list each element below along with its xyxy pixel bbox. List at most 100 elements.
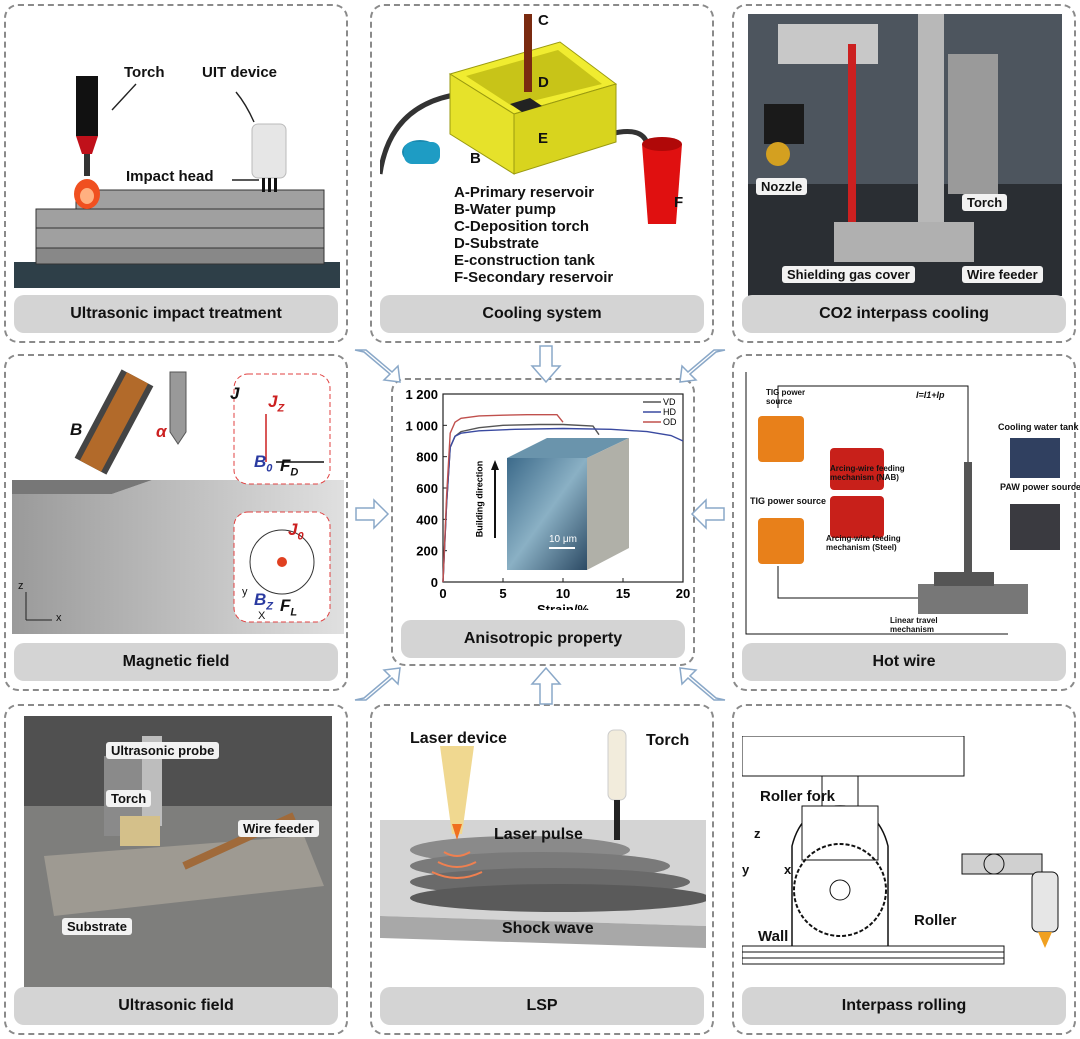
panel-interpass-rolling: Roller fork Roller Wall z y x Interpass …: [732, 704, 1076, 1035]
co2-torch-label: Torch: [962, 194, 1008, 211]
series-line-hd: [442, 427, 684, 583]
microstructure-cube: [491, 438, 629, 570]
scale-bar-label: 10 μm: [549, 534, 577, 545]
hotwire-cooling-tank-label: Cooling water tank: [998, 422, 1079, 432]
y-tick-label: 600: [416, 481, 438, 496]
co2-wire-feeder-label: Wire feeder: [962, 266, 1043, 283]
rolling-y-axis-label: y: [742, 862, 750, 877]
hotwire-linear-label: Linear travel mechanism: [890, 616, 938, 634]
lsp-laser-pulse-label: Laser pulse: [494, 826, 583, 843]
mag-j-label: J: [230, 384, 240, 403]
cooling-legend-item: B-Water pump: [454, 201, 556, 218]
microstructure-inset: Building direction 10 μm: [474, 438, 629, 570]
caption-ultrasonic-impact-treatment: Ultrasonic impact treatment: [14, 295, 338, 333]
hotwire-paw-label: PAW power source: [1000, 482, 1080, 492]
rolling-z-axis-label: z: [754, 826, 761, 841]
ultrasonic-probe-label: Ultrasonic probe: [106, 742, 220, 759]
caption-co2-interpass-cooling: CO2 interpass cooling: [742, 295, 1066, 333]
rolling-illustration: [742, 736, 1068, 988]
hotwire-current-eq: I=I1+Ip: [916, 390, 945, 400]
rolling-x-axis-label: x: [784, 862, 792, 877]
cooling-letter-d: D: [538, 74, 549, 91]
x-tick-label: 5: [499, 586, 506, 601]
arrow-from-magnetic: [355, 498, 390, 530]
y-tick-label: 1 000: [405, 418, 438, 433]
uit-device-label: UIT device: [202, 64, 278, 81]
mag-j0-main: J: [288, 520, 298, 539]
lsp-torch-label: Torch: [646, 732, 690, 749]
lsp-svg: [380, 729, 706, 948]
x-tick-label: 10: [556, 586, 570, 601]
lsp-shock-wave-label: Shock wave: [502, 920, 594, 937]
mag-jz-main: J: [268, 392, 278, 411]
rolling-svg: [742, 736, 1059, 965]
y-tick-label: 200: [416, 544, 438, 559]
mag-fd-sub: D: [290, 466, 299, 479]
mag-b0-label: B0: [254, 452, 272, 474]
co2-svg: [748, 14, 1062, 296]
panel-cooling-system: C D E B F A-Primary reservoir B-Water pu…: [370, 4, 714, 343]
cooling-illustration: [380, 14, 706, 296]
co2-nozzle-label: Nozzle: [756, 178, 808, 195]
mag-b0-sub: 0: [266, 462, 273, 475]
mag-b0-main: B: [254, 452, 267, 471]
caption-ultrasonic-field: Ultrasonic field: [14, 987, 338, 1025]
mag-jz-label: JZ: [268, 392, 284, 414]
magnetic-illustration: [12, 362, 344, 634]
cooling-letter-b: B: [470, 150, 481, 167]
arrow-from-rolling: [679, 667, 726, 701]
lsp-laser-device-label: Laser device: [410, 730, 507, 747]
x-axis-label: Strain/%: [537, 602, 589, 610]
y-tick-label: 1 200: [405, 387, 438, 402]
panel-magnetic-field: B J α JZ B0 FD J0 BZ FL z x y X Magnetic…: [4, 354, 348, 691]
arrow-from-hotwire: [690, 498, 725, 530]
mag-alpha-label: α: [156, 422, 167, 441]
hotwire-svg: [745, 372, 1060, 635]
mag-fd-main: F: [280, 456, 291, 475]
legend-label: VD: [663, 397, 676, 407]
uit-illustration: [14, 14, 340, 296]
x-tick-label: 20: [676, 586, 690, 601]
mag-fd-label: FD: [280, 456, 298, 478]
mag-jz-sub: Z: [277, 402, 285, 415]
uit-torch-label: Torch: [124, 64, 165, 81]
mag-axis-y: y: [242, 586, 248, 598]
mag-axis-X: X: [258, 610, 266, 622]
arrow-from-cooling: [530, 345, 562, 384]
caption-cooling-system: Cooling system: [380, 295, 704, 333]
caption-anisotropic-property: Anisotropic property: [401, 620, 685, 658]
arrow-from-co2: [679, 349, 726, 383]
lsp-illustration: [380, 716, 706, 988]
cooling-legend-item: C-Deposition torch: [454, 218, 589, 235]
panel-hot-wire: TIG power source TIG power source Coolin…: [732, 354, 1080, 691]
building-direction-label: Building direction: [474, 460, 485, 538]
x-tick-label: 0: [439, 586, 446, 601]
arrow-from-uit: [354, 349, 401, 383]
rolling-roller-label: Roller: [914, 912, 957, 929]
cooling-legend-item: E-construction tank: [454, 252, 595, 269]
mag-bz-sub: Z: [266, 600, 274, 613]
mag-j0-sub: 0: [297, 530, 304, 543]
cooling-legend-item: D-Substrate: [454, 235, 540, 252]
caption-lsp: LSP: [380, 987, 704, 1025]
cooling-svg: [380, 14, 682, 224]
rolling-roller-fork-label: Roller fork: [760, 788, 836, 805]
panel-lsp: Laser device Torch Laser pulse Shock wav…: [370, 704, 714, 1035]
x-tick-label: 15: [616, 586, 630, 601]
cooling-letter-e: E: [538, 130, 549, 147]
ultrasonic-substrate-label: Substrate: [62, 918, 132, 935]
uit-impact-head-label: Impact head: [126, 168, 214, 185]
arrow-from-lsp: [530, 666, 562, 705]
cooling-letter-f: F: [674, 194, 684, 211]
mag-axis-x: x: [56, 612, 62, 624]
ultrasonic-wire-feeder-label: Wire feeder: [238, 820, 319, 837]
caption-interpass-rolling: Interpass rolling: [742, 987, 1066, 1025]
cooling-legend: A-Primary reservoir B-Water pump C-Depos…: [454, 184, 613, 286]
mag-fl-sub: L: [290, 606, 298, 619]
magnetic-svg: [12, 369, 344, 634]
co2-gas-cover-label: Shielding gas cover: [782, 266, 915, 283]
legend-label: OD: [663, 417, 677, 427]
